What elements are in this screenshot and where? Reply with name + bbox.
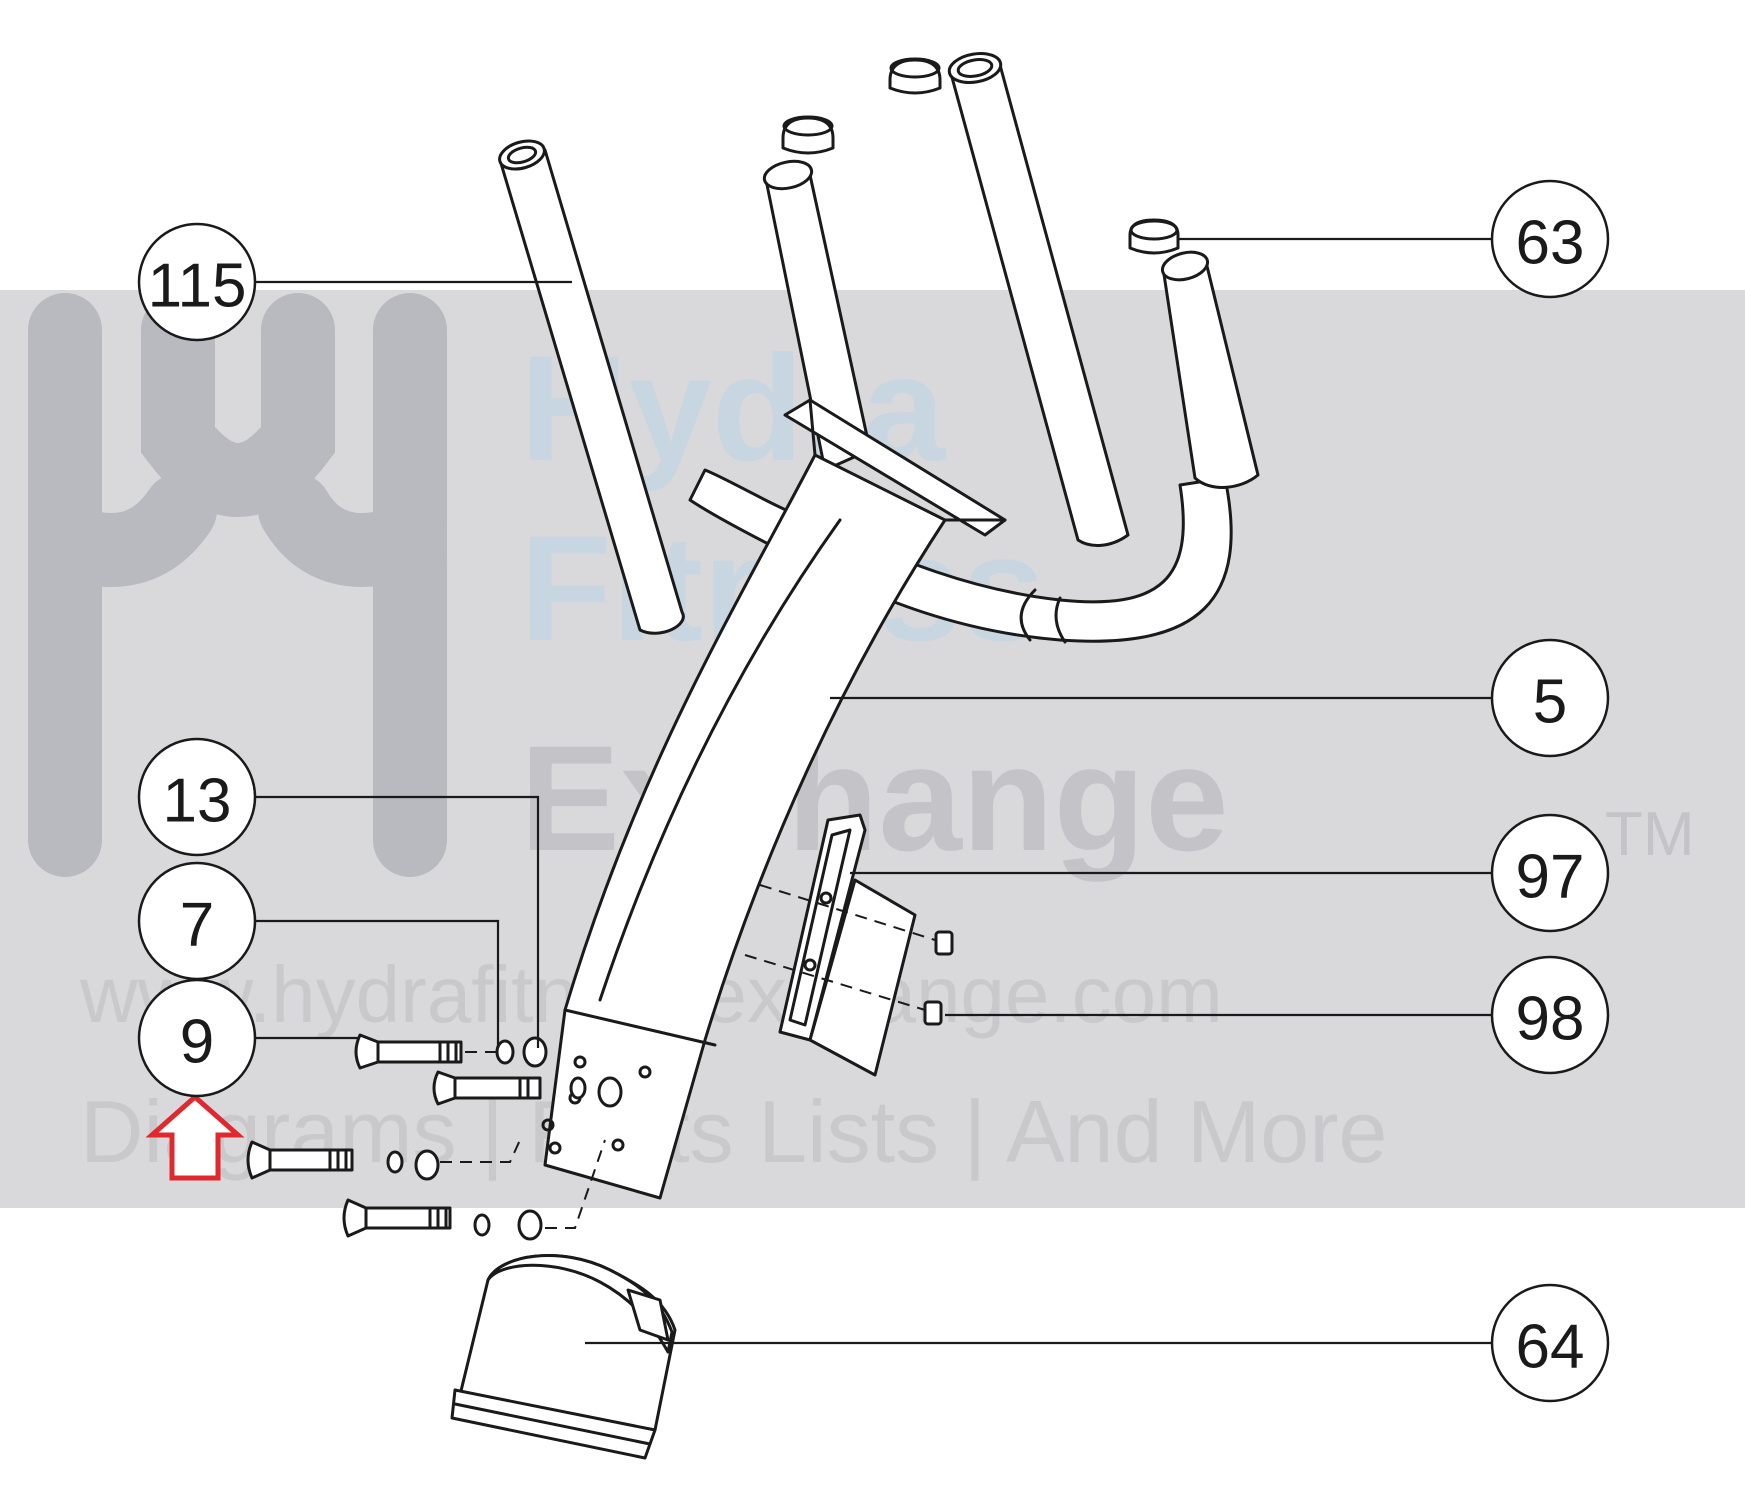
callout-115: 115 — [137, 222, 257, 342]
svg-text:63: 63 — [1516, 209, 1585, 278]
main-column-5 — [541, 398, 1007, 1200]
svg-text:5: 5 — [1533, 668, 1567, 737]
svg-text:7: 7 — [180, 891, 214, 960]
callout-13: 13 — [137, 737, 257, 857]
svg-text:97: 97 — [1516, 843, 1585, 912]
svg-text:64: 64 — [1516, 1313, 1585, 1382]
screw-98-bottom — [923, 1000, 943, 1026]
svg-text:98: 98 — [1516, 985, 1585, 1054]
cover-64 — [450, 1254, 677, 1460]
svg-text:13: 13 — [163, 767, 232, 836]
callout-5: 5 — [1490, 638, 1610, 758]
tube-right — [1160, 250, 1260, 489]
tube-115 — [498, 139, 685, 635]
callout-7: 7 — [137, 861, 257, 981]
watermark-trademark: TM — [1605, 800, 1695, 869]
bolt-row-3 — [246, 1140, 440, 1181]
end-cap-1 — [888, 57, 942, 95]
callout-98: 98 — [1490, 955, 1610, 1075]
bolt-row-4 — [342, 1198, 543, 1241]
callout-9: 9 — [137, 978, 257, 1098]
callout-63: 63 — [1490, 179, 1610, 299]
svg-text:9: 9 — [180, 1008, 214, 1077]
svg-text:115: 115 — [148, 252, 247, 321]
bracket-97 — [778, 813, 917, 1077]
assembly-dash-lines — [420, 884, 936, 1229]
tube-center-right — [947, 51, 1130, 547]
bolt-row-2 — [432, 1070, 623, 1108]
leader-lines — [256, 237, 1493, 1345]
end-cap-2 — [781, 115, 835, 155]
screw-98-top — [934, 930, 954, 956]
callout-64: 64 — [1490, 1283, 1610, 1403]
callout-97: 97 — [1490, 813, 1610, 933]
bolt-row-1 — [354, 1033, 548, 1070]
watermark-logo-icon — [28, 293, 447, 877]
end-cap-63 — [1128, 218, 1180, 255]
red-arrow-icon — [145, 1093, 245, 1181]
